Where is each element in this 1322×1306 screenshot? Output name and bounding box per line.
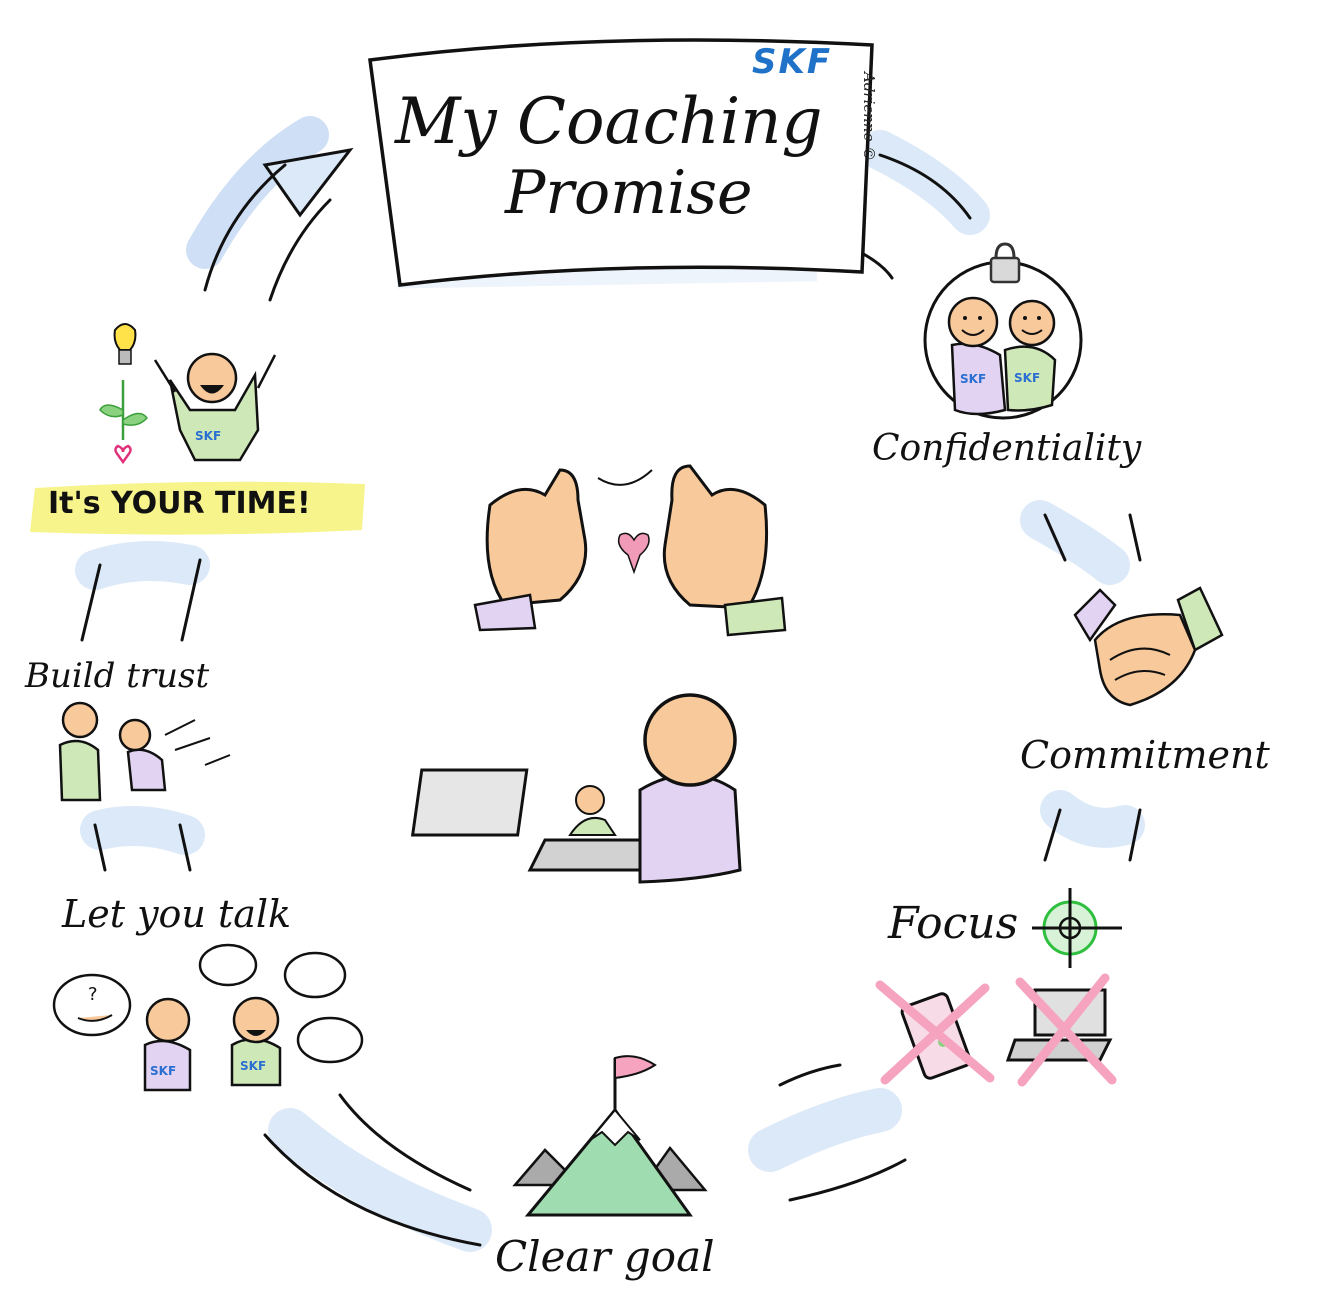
phone-icon: [875, 980, 995, 1085]
shirt-logo: SKF: [1014, 371, 1040, 385]
face: [61, 701, 99, 739]
arrow-head: [262, 147, 354, 218]
cheering-person: SKF: [153, 352, 277, 462]
title-line-2: Promise: [505, 158, 753, 228]
arrow-edge: [1043, 808, 1062, 862]
arrow-edge: [1128, 513, 1142, 562]
label-build-trust: Build trust: [25, 656, 210, 696]
handshake-icon: [1073, 586, 1224, 707]
label-commitment: Commitment: [1020, 733, 1270, 777]
arrow-edge: [263, 1133, 482, 1247]
face: [947, 296, 999, 348]
person-at-laptop: [410, 693, 742, 884]
arrow-fill: [1040, 790, 1145, 848]
shirt-logo: SKF: [150, 1064, 176, 1078]
arrow-edge: [788, 1158, 907, 1202]
person-shirt-purple: [143, 1039, 192, 1092]
person-shirt-purple: [126, 748, 167, 792]
arrow-edge: [1043, 513, 1067, 562]
label-confidentiality: Confidentiality: [872, 428, 1142, 469]
laptop-screen: [410, 768, 529, 837]
target-icon: [1032, 888, 1122, 968]
face: [1008, 299, 1056, 347]
person-shirt-green: [58, 739, 102, 802]
face: [232, 996, 280, 1044]
banner-frame: [368, 38, 874, 287]
arrow-edge: [878, 153, 972, 220]
person-shirt-purple: [638, 773, 742, 884]
title-banner: [368, 38, 874, 289]
speech-bubble: [52, 973, 132, 1037]
label-focus: Focus: [888, 898, 1019, 949]
arrow-edge: [80, 563, 102, 642]
laptop-icon: [1005, 973, 1117, 1087]
arrow-edge: [203, 163, 287, 292]
speech-bubble: [296, 1016, 364, 1064]
speech-bubble: [283, 951, 347, 999]
arrow-edge: [778, 1063, 842, 1087]
face: [575, 785, 605, 815]
heart-icon: [617, 532, 650, 575]
arrow-edge: [178, 823, 192, 872]
label-clear-goal: Clear goal: [495, 1232, 715, 1281]
arrow-fill: [75, 541, 210, 590]
cycle-arrows: [75, 116, 1145, 1252]
label-let-you-talk: Let you talk: [62, 892, 292, 936]
face: [186, 352, 238, 404]
arrow-fill: [748, 1088, 902, 1172]
person-shirt-green: [568, 816, 617, 836]
heart-icon: [114, 444, 132, 465]
lock-icon: [989, 242, 1021, 284]
arrow-edge: [93, 823, 107, 872]
shirt-logo: SKF: [240, 1059, 266, 1073]
arrow-edge: [338, 1093, 472, 1192]
confidentiality-illustration: SKF SKF: [923, 242, 1083, 420]
strike-cross: [1015, 973, 1117, 1087]
flag-icon: [613, 1055, 657, 1110]
pinky-promise-icon: [473, 464, 787, 637]
sprout-icon: [99, 380, 148, 440]
label-your-time: It's YOUR TIME!: [48, 486, 311, 521]
shirt-logo: SKF: [195, 429, 221, 443]
face: [118, 718, 152, 752]
speech-bubble: [198, 943, 258, 987]
arrow-edge: [268, 198, 332, 302]
arrow-edge: [180, 558, 202, 642]
arrow-fill: [186, 116, 329, 269]
let-you-talk-illustration: ? SKF SKF: [52, 943, 364, 1092]
face: [145, 997, 191, 1043]
face: [643, 693, 737, 787]
person-shirt-green: [168, 370, 260, 462]
lightbulb-icon: [113, 323, 137, 365]
person-shirt-green: [1003, 345, 1057, 412]
artist-signature: Adrienne ©: [860, 72, 878, 162]
mountain-icon: [512, 1107, 708, 1217]
your-time-highlight: [30, 481, 365, 535]
arrow-edge: [1128, 808, 1142, 862]
title-line-1: My Coaching: [395, 85, 823, 159]
build-trust-illustration: [58, 701, 231, 802]
skf-logo: SKF: [752, 42, 833, 82]
arrow-fill: [80, 806, 205, 855]
strike-cross: [875, 980, 995, 1085]
shirt-logo: SKF: [960, 372, 986, 386]
question-mark: ?: [88, 984, 98, 1005]
arrow-fill: [268, 1108, 492, 1252]
